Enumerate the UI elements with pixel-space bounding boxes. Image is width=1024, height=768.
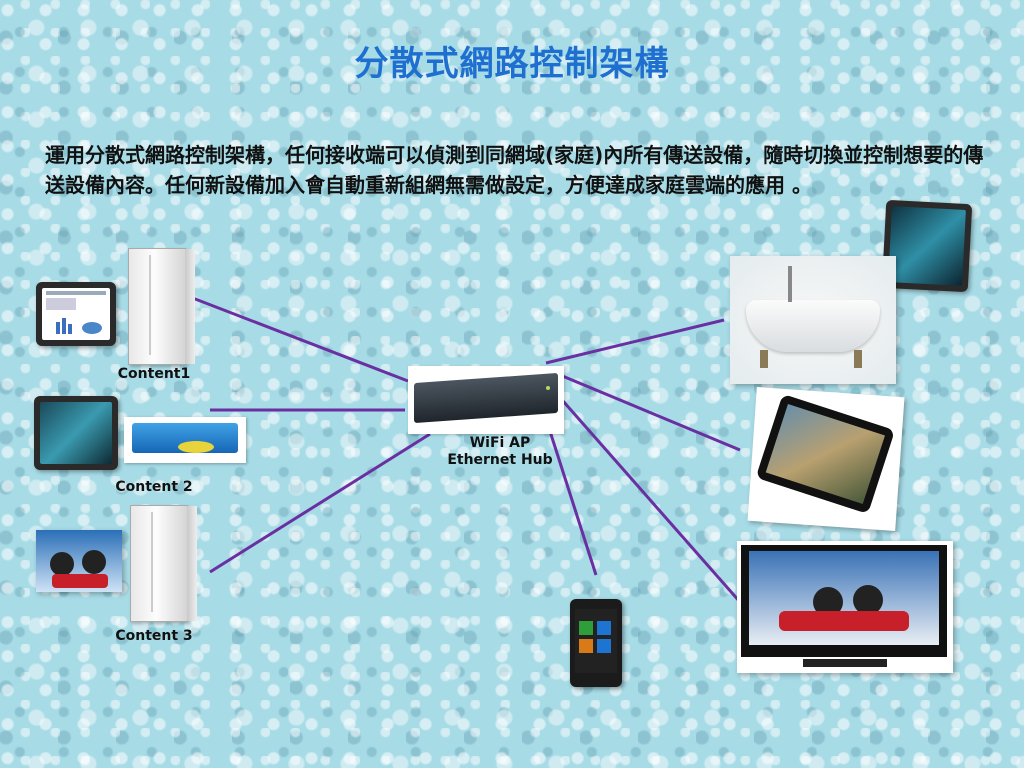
cartoon-photo-icon [36,530,122,592]
server-tower-icon [130,505,197,622]
content2-label: Content 2 [115,479,193,495]
chart-thumbnail-icon [46,291,106,334]
link-content3 [209,432,431,574]
link-tv [546,383,742,603]
bathtub-photo-icon [730,256,896,384]
hub-label: WiFi AP Ethernet Hub [432,435,568,469]
dvd-player-icon [124,417,246,463]
link-bathtub [545,318,725,365]
hub-label-line2: Ethernet Hub [447,452,553,468]
description-text: 運用分散式網路控制架構，任何接收端可以偵測到同網域(家庭)內所有傳送設備，隨時切… [45,143,984,197]
tablet-chart-icon [36,282,116,346]
smartphone-icon [570,599,622,687]
hub-label-line1: WiFi AP [469,435,531,451]
tv-icon [737,541,953,673]
content1-label: Content1 [117,366,191,382]
wifi-ap-hub-icon [408,366,564,434]
server-tower-icon [128,248,195,365]
tablet-movie-icon [34,396,118,470]
page-title: 分散式網路控制架構 [354,44,670,84]
link-content1 [189,295,409,383]
tablet-game-icon [747,387,905,531]
content3-label: Content 3 [115,628,193,644]
link-tablet-game [559,373,741,452]
